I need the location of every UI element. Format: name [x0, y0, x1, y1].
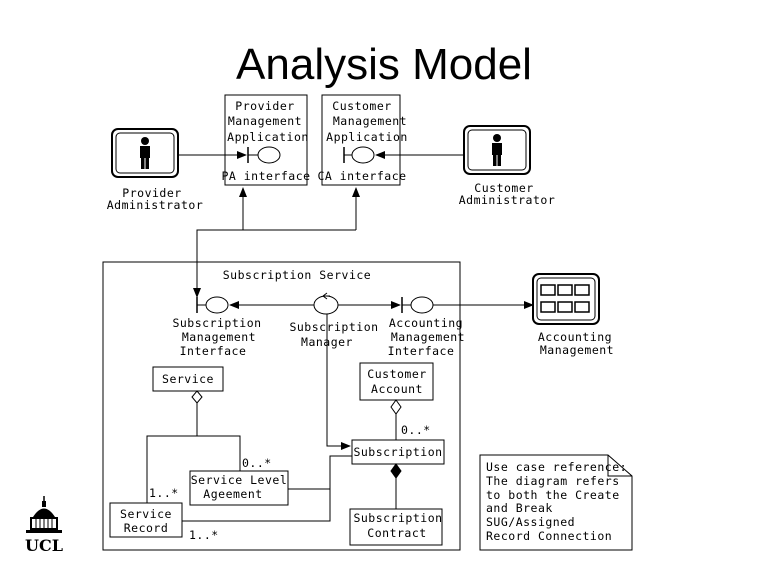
sub-mgmt-interface-icon	[196, 296, 229, 314]
sub-manager-label-1: Subscription	[289, 320, 378, 334]
sub-mgmt-iface-label-3: Interface	[180, 344, 247, 358]
connector-to-sub-iface-arrow	[193, 229, 356, 298]
subscription-composition-diamond	[390, 463, 402, 479]
service-record-class-box	[109, 502, 183, 538]
sub-mgmt-iface-label-1: Subscription	[172, 316, 261, 330]
acct-mgmt-iface-label-1: Accounting	[389, 316, 463, 330]
service-aggregation-branches	[146, 435, 241, 503]
customer-app-label-1: Customer	[332, 99, 391, 113]
diagram-title: Analysis Model	[236, 40, 532, 89]
service-label: Service	[162, 372, 214, 386]
note-line-4: and Break	[486, 501, 553, 515]
subscription-to-service-record-line	[182, 455, 352, 522]
provider-app-label-2: Management	[228, 114, 302, 128]
subscription-label: Subscription	[353, 445, 442, 459]
note-line-3: to both the Create	[486, 488, 620, 502]
customer-account-label-1: Customer	[367, 367, 426, 381]
subscription-contract-label-2: Contract	[367, 526, 426, 540]
subscription-class-box	[351, 439, 445, 465]
customer-actor-icon	[463, 125, 531, 175]
sla-label-2: Ageement	[203, 487, 262, 501]
subscription-service-label: Subscription Service	[223, 268, 371, 282]
multiplicity-1n-record-bottom: 1..*	[189, 528, 219, 542]
customer-account-class-box	[359, 362, 434, 401]
multiplicity-1n-record-top: 1..*	[149, 486, 179, 500]
customer-actor-label-2: Administrator	[459, 193, 556, 207]
accounting-label-1: Accounting	[538, 330, 612, 344]
multiplicity-0n-sla: 0..*	[242, 456, 272, 470]
provider-actor-icon	[111, 128, 179, 178]
ca-interface-label: CA interface	[317, 169, 406, 183]
service-class-box	[152, 366, 224, 392]
customer-app-label-2: Management	[333, 114, 407, 128]
customer-app-box	[321, 94, 401, 186]
note-line-5: SUG/Assigned	[486, 515, 575, 529]
sub-mgmt-iface-label-2: Management	[182, 330, 256, 344]
sla-label-1: Service Level	[191, 473, 288, 487]
provider-actor-label-2: Administrator	[107, 198, 204, 212]
note-line-6: Record Connection	[486, 529, 612, 543]
note-line-1: Use case reference:	[486, 460, 627, 474]
customer-account-aggregation-diamond	[390, 399, 402, 415]
service-record-label-1: Service	[120, 507, 172, 521]
provider-app-label-1: Provider	[235, 99, 294, 113]
acct-mgmt-iface-label-2: Management	[391, 330, 465, 344]
subscription-to-sla-line	[288, 455, 352, 490]
sub-manager-control-icon	[313, 292, 339, 315]
subscription-contract-label-1: Subscription	[353, 511, 442, 525]
service-record-label-2: Record	[124, 521, 169, 535]
provider-app-box	[224, 94, 308, 186]
customer-account-label-2: Account	[371, 382, 423, 396]
accounting-label-2: Management	[540, 343, 614, 357]
acct-mgmt-interface-icon	[401, 296, 434, 314]
acct-mgmt-iface-label-3: Interface	[388, 344, 455, 358]
manager-to-subscription-arrow	[326, 314, 351, 450]
ucl-logo: UCL	[25, 496, 63, 555]
pa-interface-icon	[247, 146, 281, 164]
customer-app-label-3: Application	[326, 130, 408, 144]
accounting-management-icon	[532, 273, 600, 325]
note-line-2: The diagram refers	[486, 474, 620, 488]
sla-class-box	[189, 470, 289, 506]
provider-app-label-3: Application	[227, 130, 309, 144]
provider-actor-label-1: Provider	[122, 186, 181, 200]
subscription-service-boundary	[102, 261, 461, 551]
pa-interface-label: PA interface	[221, 169, 310, 183]
svg-text:UCL: UCL	[25, 536, 63, 555]
use-case-note	[479, 454, 633, 551]
multiplicity-0n-customer: 0..*	[401, 423, 431, 437]
customer-actor-label-1: Customer	[474, 181, 533, 195]
subscription-contract-class-box	[349, 508, 443, 546]
service-aggregation-diamond	[191, 390, 203, 404]
ca-interface-icon	[343, 146, 375, 164]
